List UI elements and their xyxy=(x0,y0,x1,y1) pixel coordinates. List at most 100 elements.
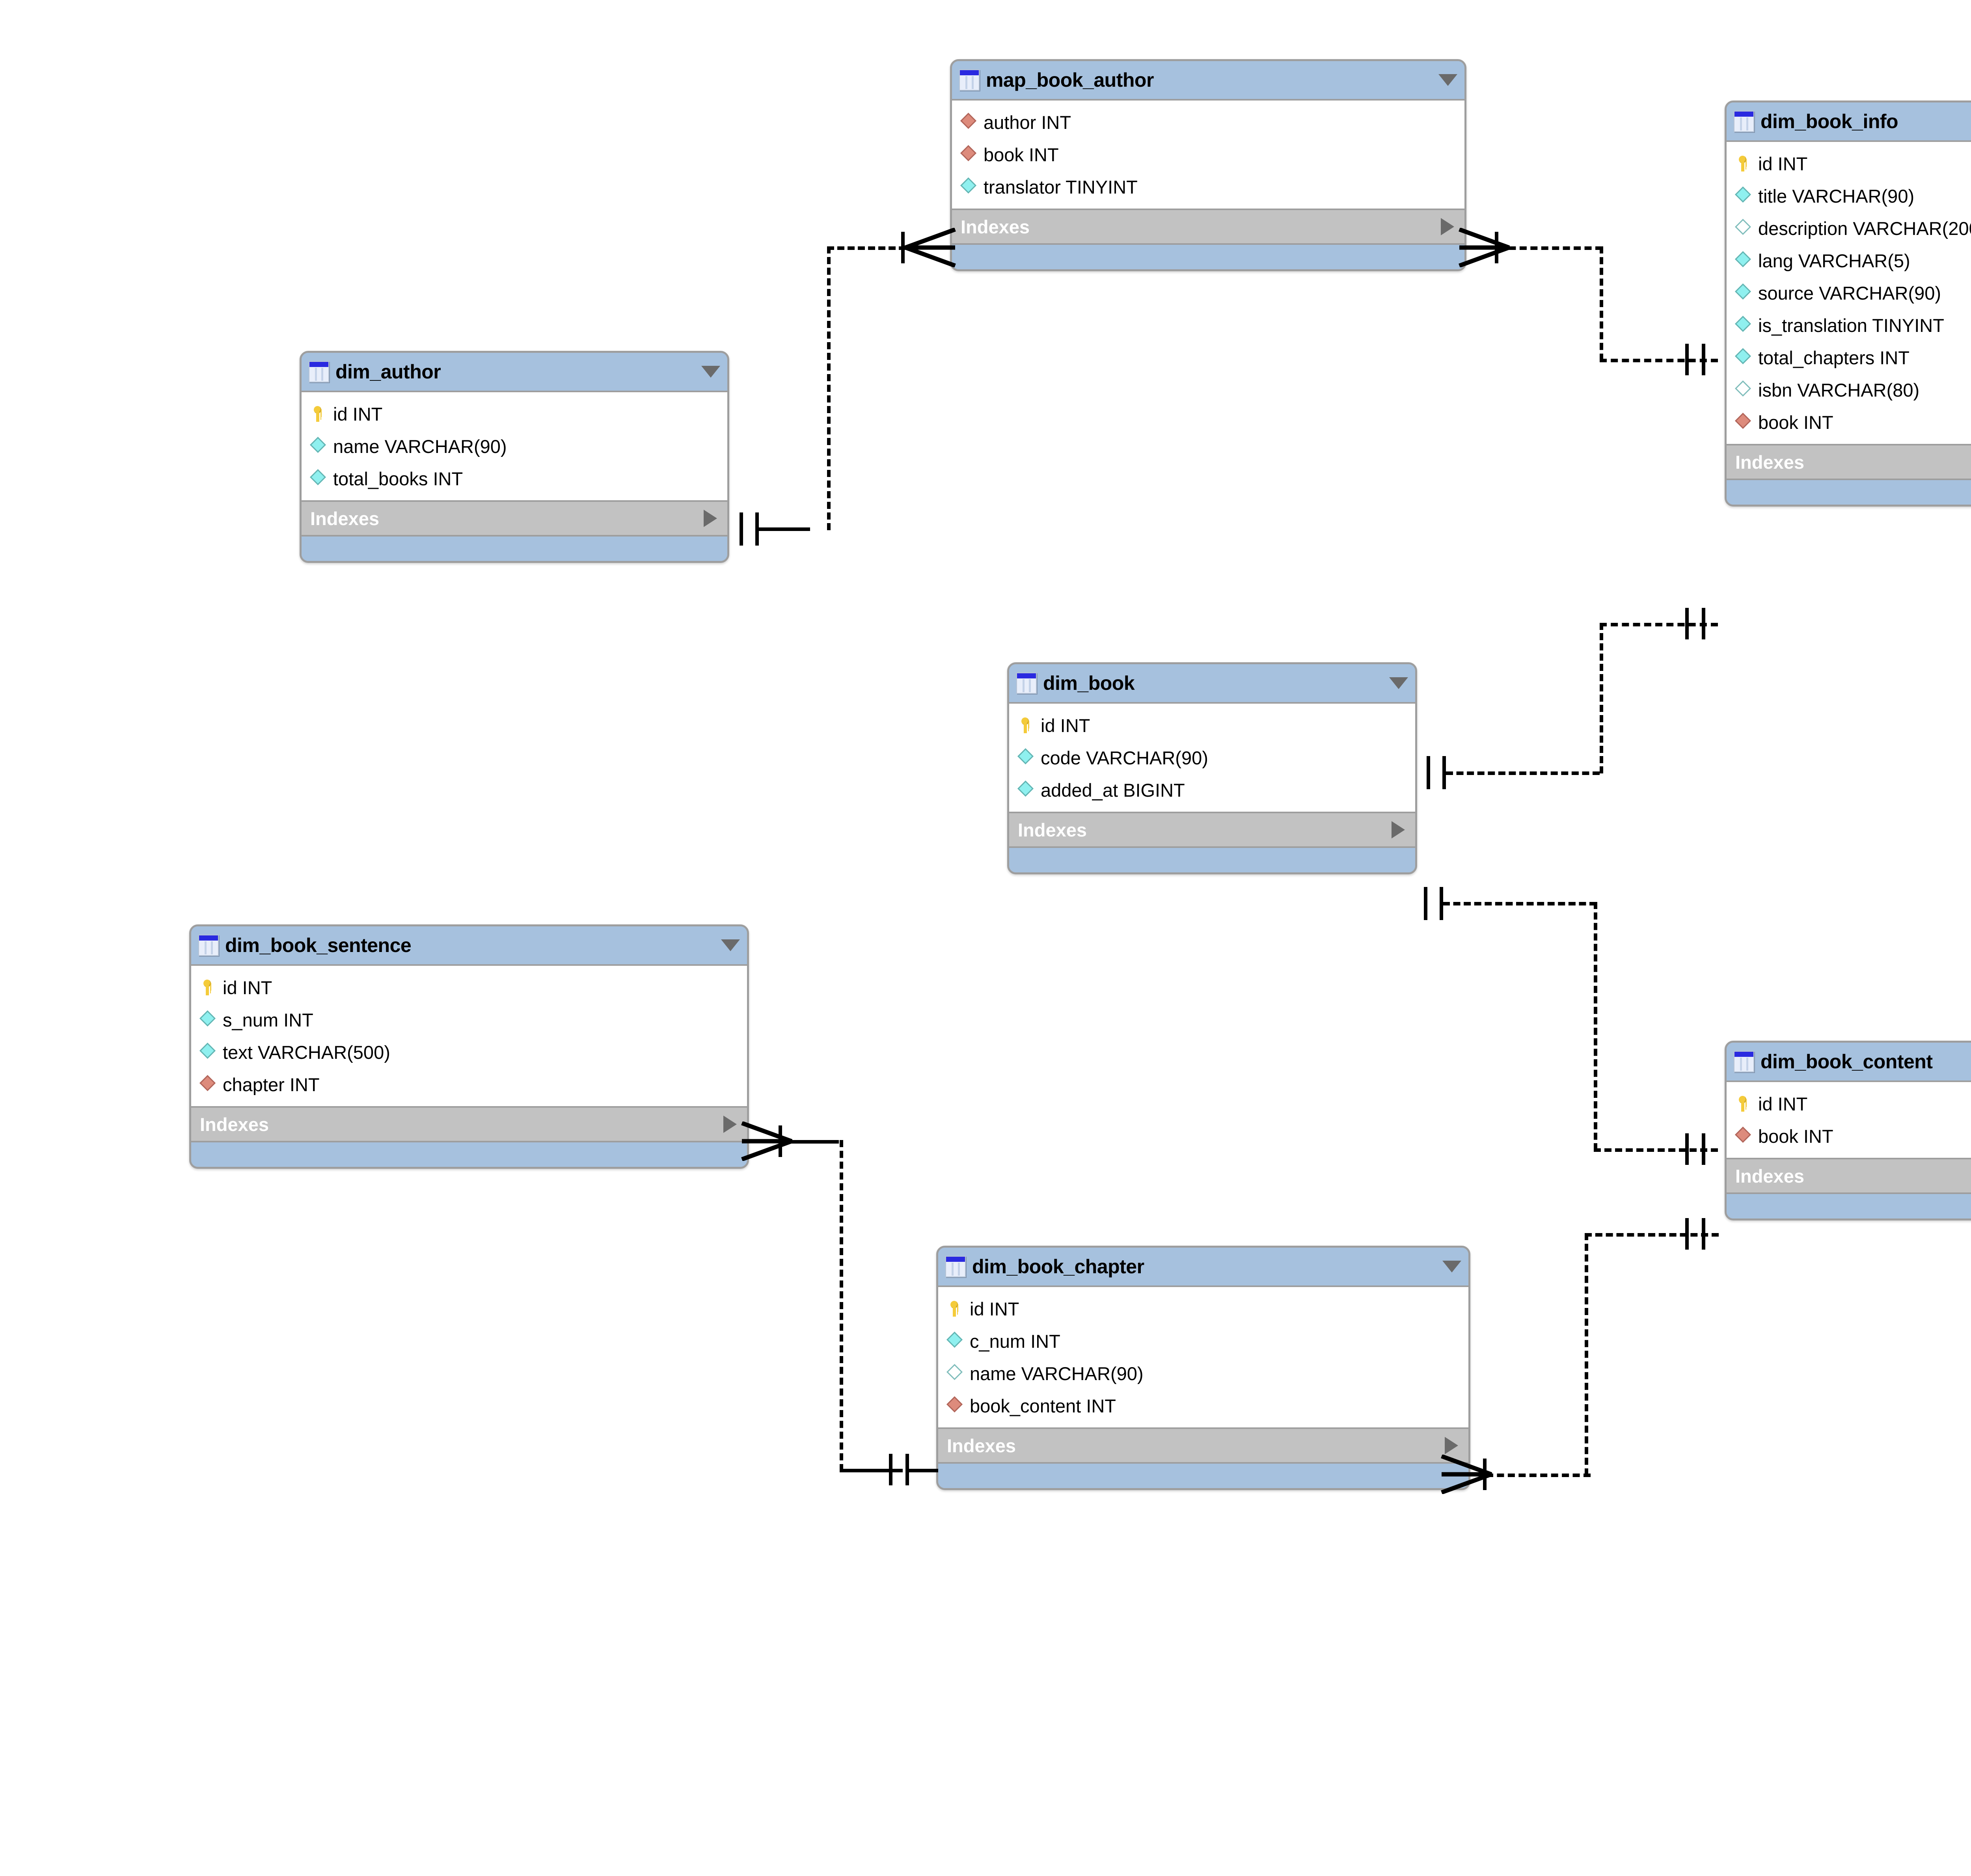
table-header[interactable]: dim_author xyxy=(302,353,727,391)
column-row[interactable]: lang VARCHAR(5) xyxy=(1727,244,1971,277)
indexes-section[interactable]: Indexes xyxy=(1727,1159,1971,1194)
fk-diamond-icon xyxy=(1734,1127,1752,1145)
column-row[interactable]: book INT xyxy=(1727,1120,1971,1152)
indexes-section[interactable]: Indexes xyxy=(191,1108,747,1142)
chevron-right-icon[interactable] xyxy=(704,510,717,527)
one-cardinality-marker xyxy=(901,232,905,263)
column-row[interactable]: c_num INT xyxy=(938,1325,1468,1357)
chevron-right-icon[interactable] xyxy=(1392,821,1405,838)
column-row[interactable]: book_content INT xyxy=(938,1390,1468,1422)
column-list: id INT name VARCHAR(90) total_books INT xyxy=(302,391,727,502)
chevron-down-icon[interactable] xyxy=(1438,74,1457,86)
column-row[interactable]: id INT xyxy=(302,398,727,430)
one-cardinality-marker xyxy=(1702,344,1705,375)
chevron-right-icon[interactable] xyxy=(1445,1437,1458,1454)
table-header[interactable]: dim_book_sentence xyxy=(191,926,747,964)
fk-diamond-icon xyxy=(960,146,977,163)
column-label: s_num INT xyxy=(223,1009,313,1030)
table-header[interactable]: dim_book_chapter xyxy=(938,1248,1468,1285)
notnull-diamond-icon xyxy=(199,1011,216,1028)
column-row[interactable]: added_at BIGINT xyxy=(1009,774,1415,806)
one-cardinality-marker xyxy=(779,1125,782,1157)
column-label: id INT xyxy=(223,977,272,998)
table-header[interactable]: map_book_author xyxy=(952,61,1464,99)
column-row[interactable]: author INT xyxy=(952,106,1464,138)
column-row[interactable]: description VARCHAR(200) xyxy=(1727,212,1971,244)
one-cardinality-marker xyxy=(740,512,743,546)
table-header[interactable]: dim_book_info xyxy=(1727,102,1971,140)
column-label: total_chapters INT xyxy=(1758,347,1910,368)
column-row[interactable]: isbn VARCHAR(80) xyxy=(1727,374,1971,406)
relationship-line xyxy=(907,1469,938,1472)
column-row[interactable]: is_translation TINYINT xyxy=(1727,309,1971,341)
column-row[interactable]: s_num INT xyxy=(191,1004,747,1036)
column-row[interactable]: name VARCHAR(90) xyxy=(938,1357,1468,1390)
primary-key-icon xyxy=(199,979,216,996)
notnull-diamond-icon xyxy=(1734,317,1752,334)
column-label: id INT xyxy=(333,403,383,425)
chevron-down-icon[interactable] xyxy=(721,939,740,951)
table-dim-book-chapter[interactable]: dim_book_chapter id INT c_num INT name V… xyxy=(936,1246,1470,1490)
indexes-section[interactable]: Indexes xyxy=(1727,445,1971,480)
column-label: name VARCHAR(90) xyxy=(333,436,507,457)
column-label: author INT xyxy=(984,112,1071,133)
table-dim-book-info[interactable]: dim_book_info id INT title VARCHAR(90) d… xyxy=(1725,101,1971,507)
column-label: total_books INT xyxy=(333,468,463,489)
fk-diamond-icon xyxy=(1734,414,1752,431)
indexes-section[interactable]: Indexes xyxy=(952,210,1464,245)
one-cardinality-marker xyxy=(1427,756,1430,789)
chevron-right-icon[interactable] xyxy=(723,1116,737,1133)
table-map-book-author[interactable]: map_book_author author INT book INT tran… xyxy=(950,59,1466,271)
column-row[interactable]: id INT xyxy=(191,971,747,1004)
column-label: translator TINYINT xyxy=(984,176,1138,197)
column-row[interactable]: id INT xyxy=(1009,709,1415,741)
column-row[interactable]: source VARCHAR(90) xyxy=(1727,277,1971,309)
column-row[interactable]: title VARCHAR(90) xyxy=(1727,180,1971,212)
notnull-diamond-icon xyxy=(1734,349,1752,366)
chevron-down-icon[interactable] xyxy=(701,366,720,378)
column-label: added_at BIGINT xyxy=(1041,779,1185,801)
column-label: is_translation TINYINT xyxy=(1758,315,1944,336)
table-header[interactable]: dim_book xyxy=(1009,664,1415,702)
nullable-diamond-icon xyxy=(946,1365,963,1382)
column-row[interactable]: translator TINYINT xyxy=(952,171,1464,203)
indexes-section[interactable]: Indexes xyxy=(938,1429,1468,1464)
table-dim-book-sentence[interactable]: dim_book_sentence id INT s_num INT text … xyxy=(189,924,749,1169)
chevron-right-icon[interactable] xyxy=(1441,218,1454,235)
column-row[interactable]: code VARCHAR(90) xyxy=(1009,741,1415,774)
relationship-line xyxy=(840,1140,843,1471)
primary-key-icon xyxy=(309,405,327,423)
column-row[interactable]: book INT xyxy=(952,138,1464,171)
column-row[interactable]: total_chapters INT xyxy=(1727,341,1971,374)
column-row[interactable]: name VARCHAR(90) xyxy=(302,430,727,462)
table-dim-book-content[interactable]: dim_book_content id INT book INT Indexes xyxy=(1725,1041,1971,1220)
column-label: book INT xyxy=(1758,1125,1833,1147)
notnull-diamond-icon xyxy=(309,470,327,487)
chevron-down-icon[interactable] xyxy=(1389,677,1408,689)
column-label: title VARCHAR(90) xyxy=(1758,185,1915,207)
indexes-label: Indexes xyxy=(200,1114,269,1135)
notnull-diamond-icon xyxy=(199,1043,216,1061)
column-row[interactable]: chapter INT xyxy=(191,1068,747,1101)
relationship-line xyxy=(1486,1474,1591,1477)
notnull-diamond-icon xyxy=(1017,781,1034,799)
column-list: id INT title VARCHAR(90) description VAR… xyxy=(1727,140,1971,445)
column-row[interactable]: id INT xyxy=(1727,1088,1971,1120)
column-row[interactable]: id INT xyxy=(938,1293,1468,1325)
indexes-section[interactable]: Indexes xyxy=(302,502,727,537)
chevron-down-icon[interactable] xyxy=(1442,1261,1461,1272)
indexes-label: Indexes xyxy=(961,216,1030,237)
column-row[interactable]: text VARCHAR(500) xyxy=(191,1036,747,1068)
notnull-diamond-icon xyxy=(1017,749,1034,766)
column-row[interactable]: id INT xyxy=(1727,147,1971,180)
column-list: id INT s_num INT text VARCHAR(500) chapt… xyxy=(191,964,747,1108)
column-row[interactable]: total_books INT xyxy=(302,462,727,495)
one-cardinality-marker xyxy=(1442,756,1446,789)
table-dim-book[interactable]: dim_book id INT code VARCHAR(90) added_a… xyxy=(1007,662,1417,874)
column-row[interactable]: book INT xyxy=(1727,406,1971,438)
table-header[interactable]: dim_book_content xyxy=(1727,1043,1971,1081)
column-label: text VARCHAR(500) xyxy=(223,1041,390,1063)
table-dim-author[interactable]: dim_author id INT name VARCHAR(90) total… xyxy=(300,351,729,563)
indexes-section[interactable]: Indexes xyxy=(1009,813,1415,848)
